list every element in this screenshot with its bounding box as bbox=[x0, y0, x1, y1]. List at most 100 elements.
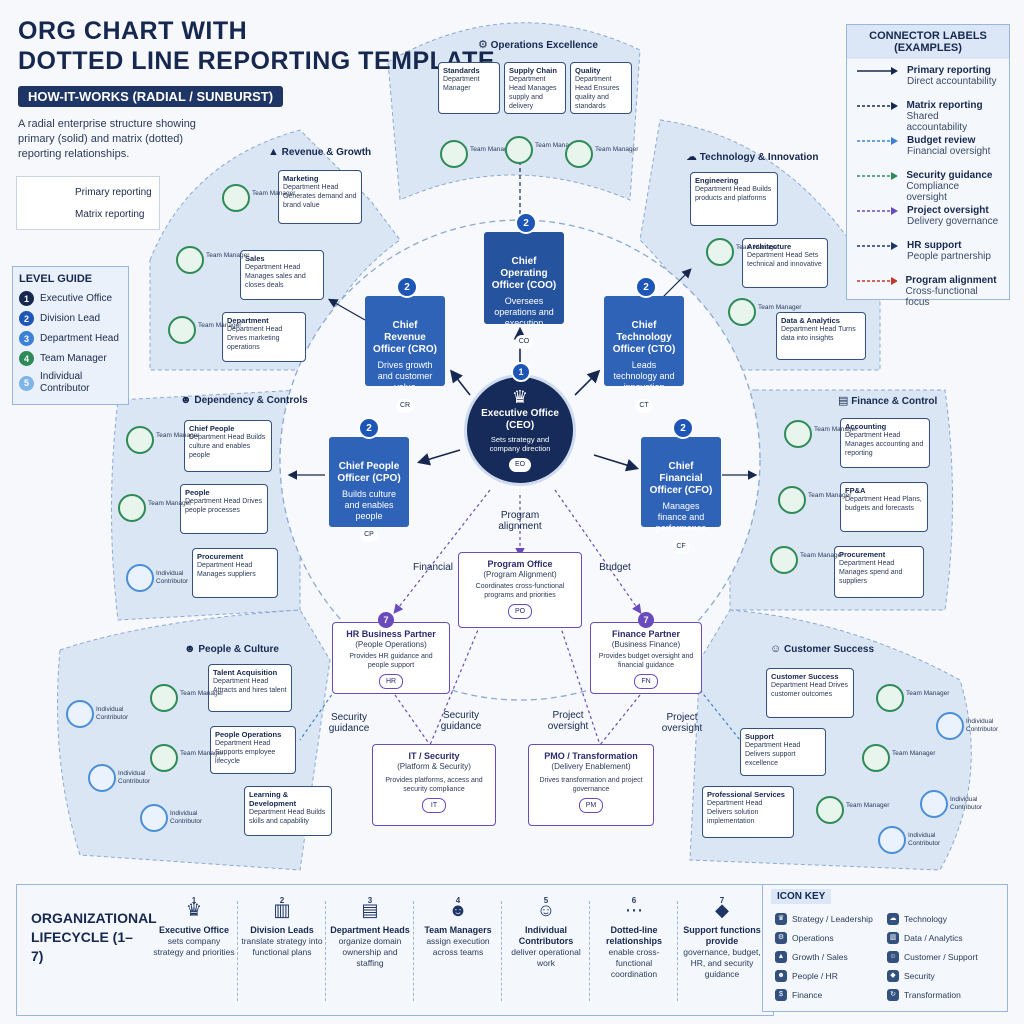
exec-coo[interactable]: Chief Operating Officer (COO)Oversees op… bbox=[484, 232, 564, 349]
team-manager-node[interactable] bbox=[168, 316, 196, 344]
individual-contributor-node[interactable] bbox=[920, 790, 948, 818]
icon-key-title: ICON KEY bbox=[771, 889, 832, 904]
icon-key-glyph-icon: ↻ bbox=[887, 989, 899, 1001]
lifecycle-step-icon: ♛ bbox=[185, 900, 203, 920]
lifecycle-step-num: 1 bbox=[191, 896, 197, 905]
connector-line-icon bbox=[857, 207, 898, 215]
lifecycle-step-name: Department Heads bbox=[330, 925, 410, 935]
team-manager-node[interactable] bbox=[784, 420, 812, 448]
lifecycle-divider bbox=[237, 901, 238, 1001]
exec-cpo[interactable]: Chief People Officer (CPO)Builds culture… bbox=[329, 437, 409, 542]
individual-contributor-node[interactable] bbox=[878, 826, 906, 854]
team-manager-node[interactable] bbox=[222, 184, 250, 212]
connector-line-icon bbox=[857, 242, 898, 250]
reporting-legend: Primary reporting Matrix reporting bbox=[16, 176, 160, 230]
icon-key-item: ♛Strategy / Leadership bbox=[775, 913, 873, 925]
icon-key-glyph-icon: ◆ bbox=[887, 970, 899, 982]
team-manager-node[interactable] bbox=[770, 546, 798, 574]
sector-fin-title: ▤ Finance & Control bbox=[838, 395, 938, 407]
team-manager-node[interactable] bbox=[816, 796, 844, 824]
team-manager-node[interactable] bbox=[150, 684, 178, 712]
individual-contributor-node[interactable] bbox=[88, 764, 116, 792]
icon-key-item: ☁Technology bbox=[887, 913, 947, 925]
exec-cfo[interactable]: Chief Financial Officer (CFO)Manages fin… bbox=[641, 437, 721, 554]
lifecycle-divider bbox=[677, 901, 678, 1001]
exec-cto[interactable]: Chief Technology Officer (CTO)Leads tech… bbox=[604, 296, 684, 413]
team-manager-node[interactable] bbox=[876, 684, 904, 712]
team-node-label: Team Manager bbox=[148, 500, 192, 507]
title-line-1: ORG CHART WITH bbox=[18, 17, 248, 45]
team-manager-node[interactable] bbox=[126, 426, 154, 454]
connector-name: Matrix reporting bbox=[906, 100, 983, 111]
support-it-security[interactable]: IT / Security(Platform & Security)Provid… bbox=[372, 744, 496, 826]
team-manager-node[interactable] bbox=[118, 494, 146, 522]
icon-key-label: Finance bbox=[792, 990, 823, 1000]
connector-labels: CONNECTOR LABELS (EXAMPLES) Primary repo… bbox=[846, 24, 1010, 308]
team-manager-node[interactable] bbox=[440, 140, 468, 168]
edge-label-security-mid: Security guidance bbox=[440, 710, 482, 732]
team-manager-node[interactable] bbox=[150, 744, 178, 772]
support-finance-partner[interactable]: Finance Partner(Business Finance)Provide… bbox=[590, 622, 702, 694]
individual-contributor-node[interactable] bbox=[126, 564, 154, 592]
edge-label-budget: Budget bbox=[599, 562, 631, 573]
connector-name: Program alignment bbox=[905, 275, 997, 286]
team-manager-node[interactable] bbox=[565, 140, 593, 168]
lifecycle-step-num: 4 bbox=[455, 896, 461, 905]
icon-key-glyph-icon: ☻ bbox=[775, 970, 787, 982]
support-pmo[interactable]: PMO / Transformation(Delivery Enablement… bbox=[528, 744, 654, 826]
customer-icon: ☺ bbox=[770, 643, 782, 655]
individual-contributor-node[interactable] bbox=[66, 700, 94, 728]
connector-desc: Cross-functional focus bbox=[905, 286, 978, 308]
team-manager-node[interactable] bbox=[862, 744, 890, 772]
exec-cro[interactable]: Chief Revenue Officer (CRO)Drives growth… bbox=[365, 296, 445, 413]
page-title: ORG CHART WITH DOTTED LINE REPORTING TEM… bbox=[18, 16, 495, 76]
team-manager-node[interactable] bbox=[728, 298, 756, 326]
icon-key-label: Strategy / Leadership bbox=[792, 914, 873, 924]
team-manager-node[interactable] bbox=[706, 238, 734, 266]
icon-key-glyph-icon: ☺ bbox=[887, 951, 899, 963]
ceo-name: Executive Office (CEO) bbox=[481, 408, 559, 431]
connector-line-icon bbox=[857, 102, 898, 110]
support-program-office[interactable]: Program Office(Program Alignment)Coordin… bbox=[458, 552, 582, 628]
lifecycle-divider bbox=[501, 901, 502, 1001]
connector-labels-title: CONNECTOR LABELS (EXAMPLES) bbox=[847, 25, 1009, 59]
icon-key-item: ▲Growth / Sales bbox=[775, 951, 848, 963]
connector-name: Project oversight bbox=[907, 205, 989, 216]
team-manager-node[interactable] bbox=[505, 136, 533, 164]
subtitle-badge: HOW-IT-WORKS (RADIAL / SUNBURST) bbox=[18, 86, 284, 107]
icon-key-label: Customer / Support bbox=[904, 952, 978, 962]
individual-contributor-node[interactable] bbox=[140, 804, 168, 832]
connector-desc: Financial oversight bbox=[907, 146, 991, 157]
badge-cfo: 2 bbox=[672, 417, 694, 439]
lifecycle-step-num: 6 bbox=[631, 896, 637, 905]
ceo-node[interactable]: ♛ Executive Office (CEO) Sets strategy a… bbox=[464, 374, 576, 486]
badge-fin: 7 bbox=[638, 612, 654, 628]
team-node-label: Team Manager bbox=[808, 492, 852, 499]
icon-key-item: ☺ Customer / Support bbox=[887, 951, 978, 963]
edge-label-financial: Financial bbox=[412, 562, 454, 573]
team-node-label: Team Manager bbox=[206, 252, 250, 259]
team-node-label: Team Manager bbox=[156, 432, 200, 439]
team-manager-node[interactable] bbox=[176, 246, 204, 274]
support-hr-partner[interactable]: HR Business Partner(People Operations)Pr… bbox=[332, 622, 450, 694]
lifecycle-step-desc: translate strategy into functional plans bbox=[241, 936, 323, 957]
lifecycle-step-icon: ▥ bbox=[273, 900, 291, 920]
individual-contributor-node[interactable] bbox=[936, 712, 964, 740]
lifecycle-step-num: 3 bbox=[367, 896, 373, 905]
icon-key: ICON KEY ♛Strategy / Leadership ☁Technolo… bbox=[762, 884, 1008, 1012]
team-manager-node[interactable] bbox=[778, 486, 806, 514]
